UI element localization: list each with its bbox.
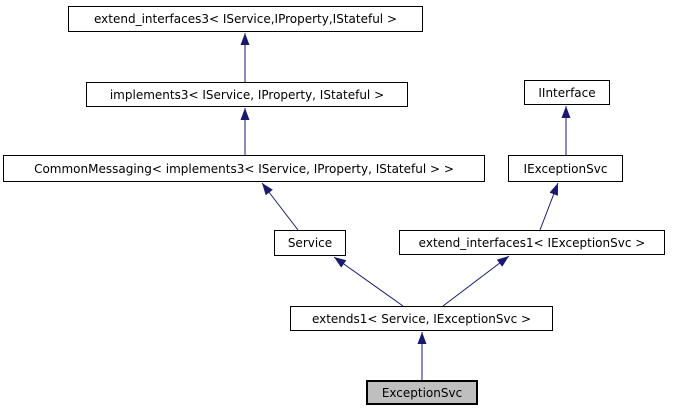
class-node-service[interactable]: Service (274, 230, 346, 256)
edge-extend-interfaces1-to-iexceptionsvc (539, 182, 559, 231)
edge-service-to-common-messaging (261, 182, 299, 231)
class-node-extends1[interactable]: extends1< Service, IExceptionSvc > (290, 306, 553, 331)
class-node-iinterface[interactable]: IInterface (524, 80, 610, 105)
class-node-extend-interfaces3[interactable]: extend_interfaces3< IService,IProperty,I… (68, 6, 423, 32)
class-node-exceptionsvc-current: ExceptionSvc (366, 380, 478, 405)
class-node-common-messaging[interactable]: CommonMessaging< implements3< IService, … (3, 155, 485, 182)
edge-extends1-to-service (333, 256, 404, 307)
class-node-extend-interfaces1[interactable]: extend_interfaces1< IExceptionSvc > (399, 230, 665, 255)
class-node-implements3[interactable]: implements3< IService, IProperty, IState… (86, 82, 408, 107)
edge-extends1-to-extend-interfaces1 (442, 255, 510, 307)
class-node-iexceptionsvc[interactable]: IExceptionSvc (508, 155, 623, 182)
